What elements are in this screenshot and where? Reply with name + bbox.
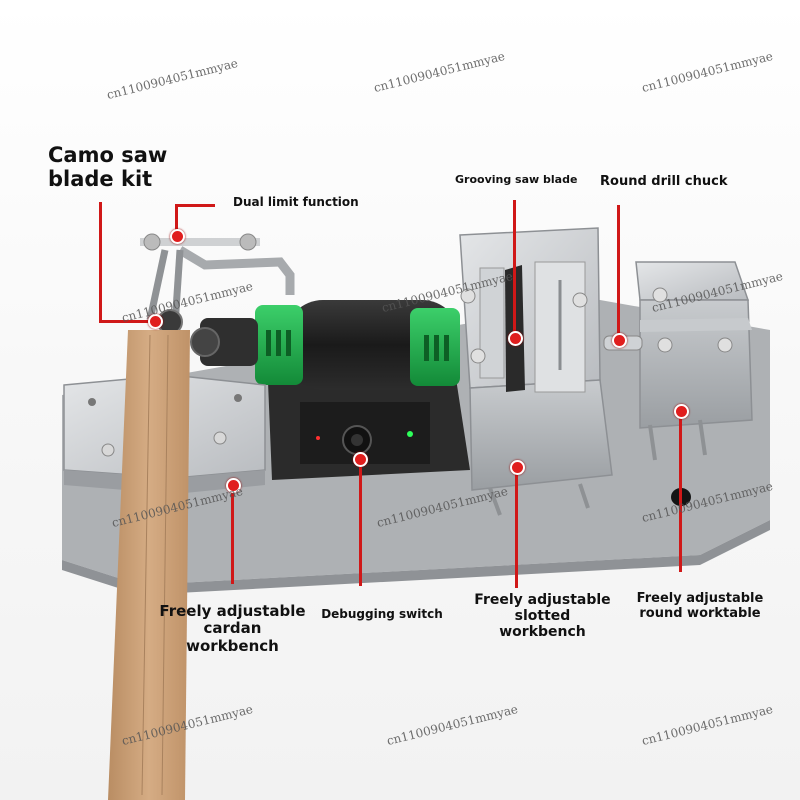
label-camo-saw-blade-kit: Camo saw blade kit: [48, 143, 168, 192]
left-chuck: [200, 318, 258, 366]
pointer-dual-limit-vertical: [175, 204, 178, 234]
pointer-round-drill: [617, 205, 620, 337]
pointer-round-worktable: [679, 412, 682, 572]
pointer-dot-cardan: [226, 478, 241, 493]
pointer-slotted: [515, 468, 518, 588]
round-worktable-front: [639, 299, 753, 429]
pointer-dot-slotted: [510, 460, 525, 475]
pointer-cardan: [231, 484, 234, 584]
pointer-camo-horizontal: [99, 320, 154, 323]
pointer-dual-limit-horizontal: [175, 204, 215, 207]
label-cardan-workbench: Freely adjustable cardan workbench: [159, 602, 306, 655]
pointer-grooving: [513, 200, 516, 337]
label-slotted-workbench: Freely adjustable slotted workbench: [474, 592, 611, 641]
label-round-drill-chuck: Round drill chuck: [600, 174, 728, 189]
pointer-dot-round-drill: [612, 333, 627, 348]
pointer-camo-vertical: [99, 202, 102, 322]
pointer-dot-round-worktable: [674, 404, 689, 419]
limit-rod: [140, 238, 260, 246]
slotted-workbench-front: [469, 379, 613, 491]
label-dual-limit-function: Dual limit function: [233, 195, 359, 209]
label-grooving-saw-blade: Grooving saw blade: [455, 173, 578, 186]
label-round-worktable: Freely adjustable round worktable: [636, 591, 764, 621]
pointer-debugging: [359, 458, 362, 586]
pointer-dot-debugging: [353, 452, 368, 467]
label-debugging-switch: Debugging switch: [321, 607, 443, 621]
wood-workpiece: [108, 330, 190, 800]
pointer-dot-grooving: [508, 331, 523, 346]
pointer-dot-dual-limit: [170, 229, 185, 244]
pointer-dot-camo: [148, 314, 163, 329]
